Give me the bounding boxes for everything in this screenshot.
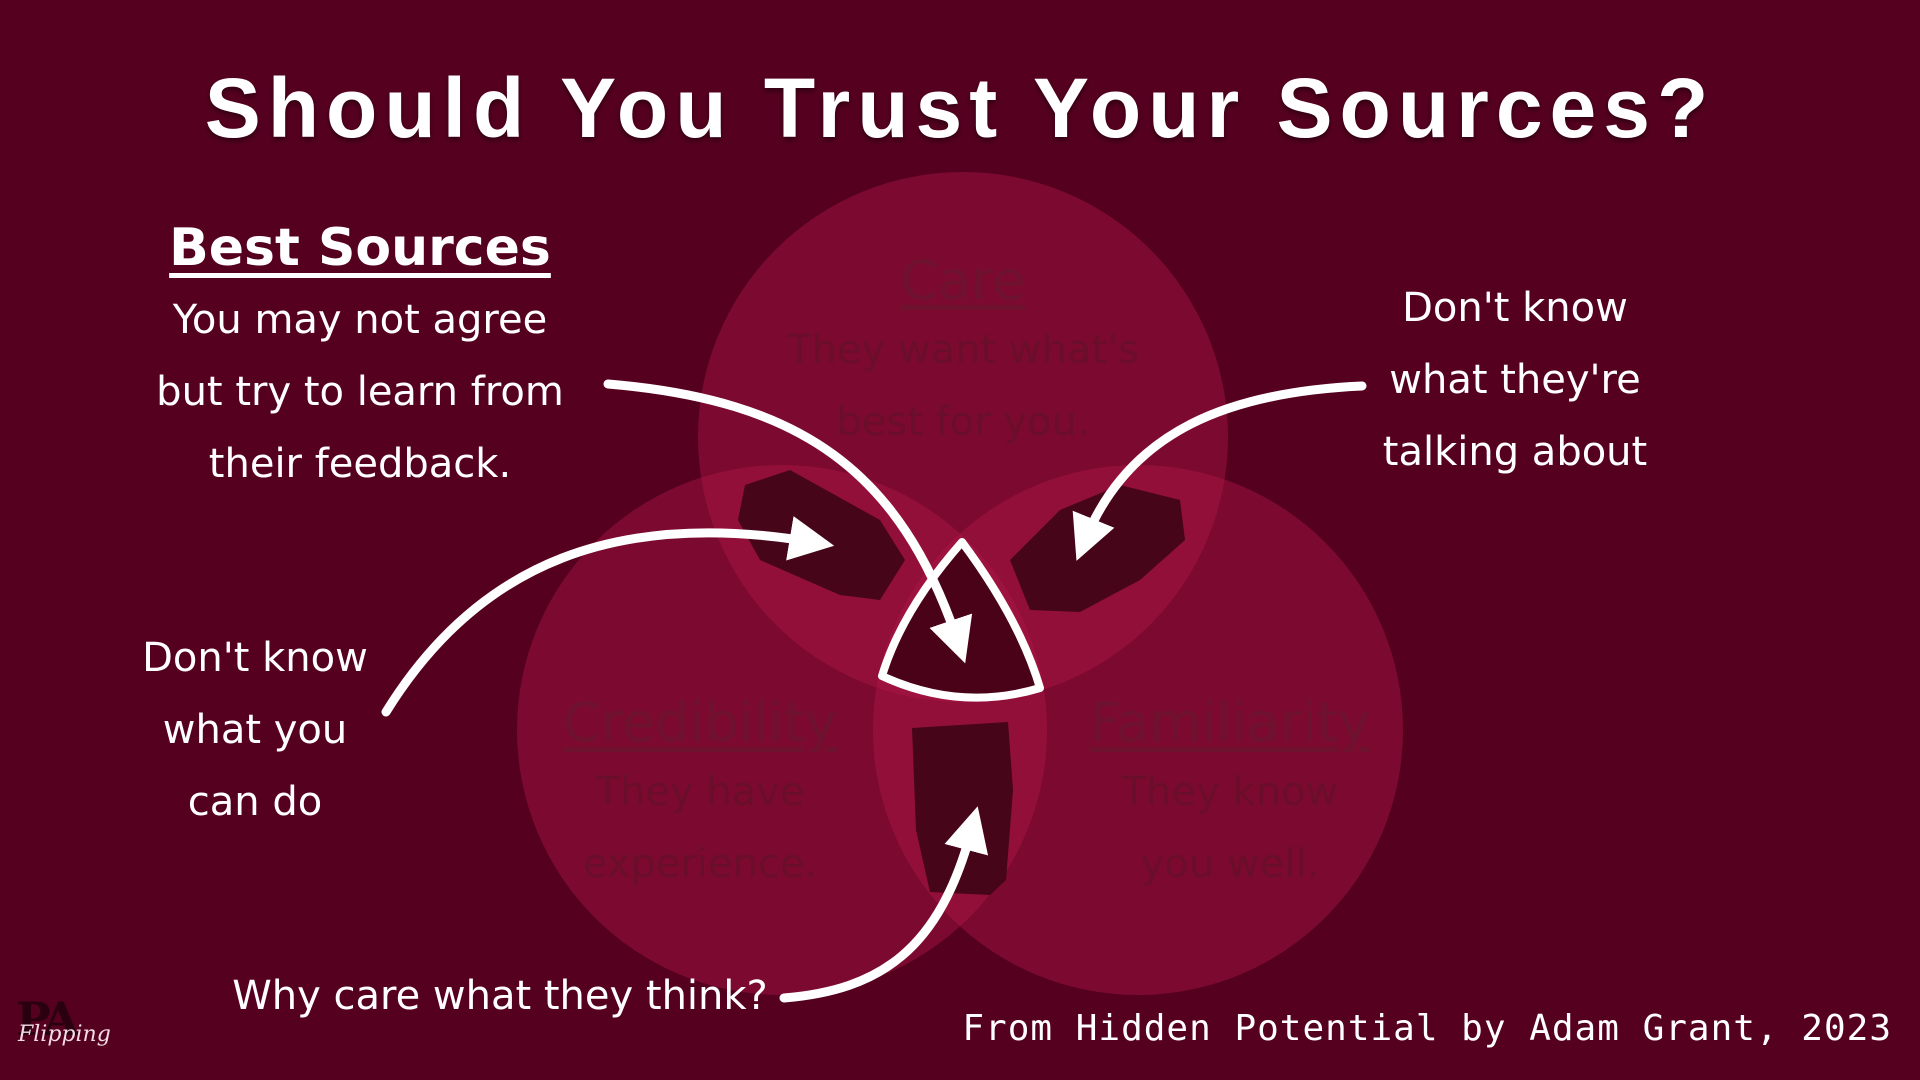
note-why-care: Why care what they think?	[232, 973, 768, 1019]
familiarity-line: They know	[1121, 769, 1339, 815]
note-line: what you	[162, 707, 348, 753]
credibility-line: experience.	[582, 841, 818, 887]
arrow-dont-know-talking	[1072, 381, 1367, 561]
logo-script: Flipping	[18, 1022, 111, 1047]
note-dont-know-can-do: Don't know what you can do	[120, 622, 390, 838]
circle-credibility	[517, 465, 1047, 995]
arrow-best-sources	[603, 379, 973, 664]
note-line: Don't know	[142, 635, 368, 681]
page-title: Should You Trust Your Sources?	[204, 61, 1716, 155]
note-dont-know-talking: Don't know what they're talking about	[1355, 272, 1675, 488]
best-sources-text: You may not agree but try to learn from …	[130, 284, 590, 500]
familiarity-line: you well.	[1140, 841, 1320, 887]
note-line: can do	[187, 779, 323, 825]
care-label: Care They want what's best for you.	[763, 248, 1163, 458]
arrow-dont-know-can-do	[381, 516, 835, 717]
note-line: Don't know	[1402, 285, 1628, 331]
familiarity-label: Familiarity They know you well.	[1070, 690, 1390, 900]
best-sources-line: but try to learn from	[156, 369, 564, 415]
care-line: They want what's	[787, 327, 1139, 373]
best-sources-line: their feedback.	[208, 441, 512, 487]
care-line: best for you.	[836, 399, 1090, 445]
note-line: what they're	[1389, 357, 1641, 403]
best-sources-line: You may not agree	[172, 297, 548, 343]
brand-logo: PA Flipping	[16, 992, 116, 1062]
source-credit: From Hidden Potential by Adam Grant, 202…	[962, 1008, 1892, 1049]
note-line: talking about	[1382, 429, 1648, 475]
credibility-label: Credibility They have experience.	[540, 690, 860, 900]
best-sources-heading: Best Sources	[169, 218, 551, 278]
familiarity-heading: Familiarity	[1089, 691, 1371, 754]
care-heading: Care	[900, 249, 1026, 312]
credibility-line: They have	[595, 769, 805, 815]
credibility-heading: Credibility	[563, 691, 837, 754]
logo-mark: PA	[16, 992, 79, 1046]
arrow-why-care	[779, 806, 989, 1003]
